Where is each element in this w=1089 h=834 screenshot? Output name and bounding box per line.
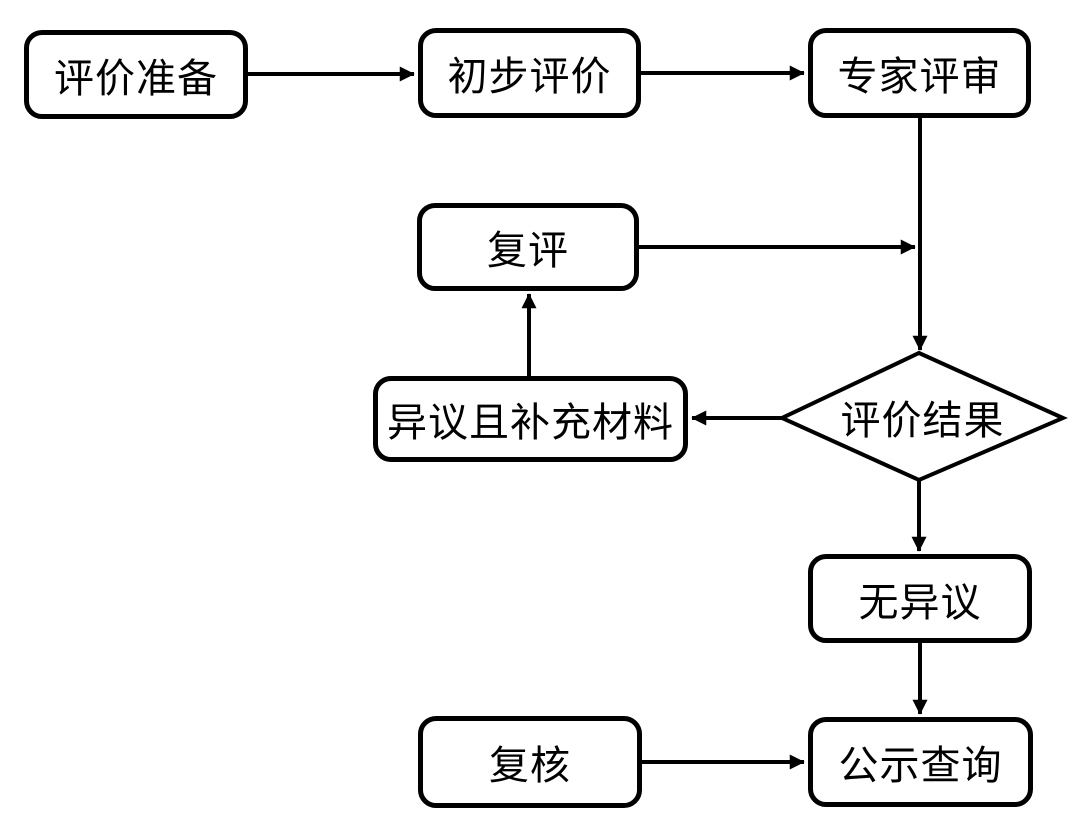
node-publicity-query: 公示查询	[808, 717, 1033, 807]
node-recheck: 复核	[418, 716, 642, 808]
node-objection-supplement-materials: 异议且补充材料	[373, 376, 688, 462]
decision-evaluation-result-label: 评价结果	[782, 394, 1063, 443]
node-no-objection: 无异议	[808, 554, 1032, 643]
node-evaluation-preparation: 评价准备	[24, 30, 248, 119]
node-preliminary-evaluation: 初步评价	[418, 28, 641, 118]
node-label: 评价结果	[840, 399, 1005, 443]
node-label: 复核	[489, 744, 571, 788]
node-label: 专家评审	[837, 55, 1002, 99]
node-expert-review: 专家评审	[808, 28, 1031, 118]
node-label: 复评	[487, 229, 569, 273]
node-label: 无异议	[858, 580, 982, 625]
node-label: 初步评价	[447, 55, 612, 99]
node-re-evaluation: 复评	[417, 203, 639, 291]
node-label: 评价准备	[54, 56, 218, 101]
node-label: 异议且补充材料	[387, 401, 674, 445]
node-label: 公示查询	[838, 744, 1003, 788]
